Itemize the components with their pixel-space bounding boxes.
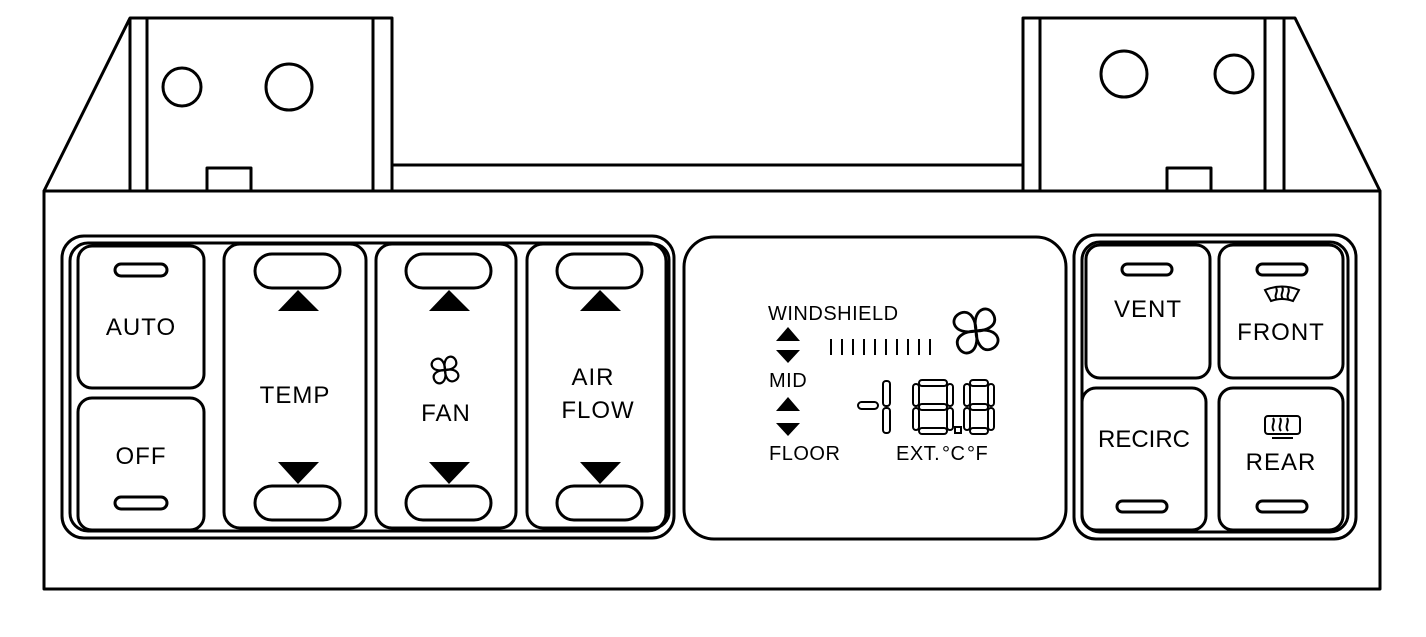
face-plate (42, 189, 1382, 591)
indicator-light-icon (1255, 499, 1309, 514)
display-window (682, 235, 1068, 541)
fan-icon (430, 355, 460, 385)
mounting-hole (1099, 49, 1149, 99)
airflow-rocker-outline (525, 242, 671, 530)
fan-up-pad (404, 252, 493, 290)
airflow-rocker-label-line2: FLOW (561, 397, 635, 424)
temp-rocker-label: TEMP (259, 382, 331, 409)
rear-button-outline (1217, 386, 1345, 532)
arrow-up-icon (776, 397, 800, 411)
minus-segment (857, 401, 879, 410)
front-button-label: FRONT (1237, 319, 1325, 346)
temperature-readout (857, 379, 995, 435)
left-group-bezel (60, 234, 676, 540)
arrow-down-icon (580, 462, 621, 484)
indicator-light-icon (113, 495, 169, 511)
rear-defrost-icon (1264, 415, 1301, 439)
celsius-label: °C (942, 443, 966, 465)
temp-rocker-outline (222, 242, 368, 530)
temp-up-pad (253, 252, 342, 290)
auto-button-label: AUTO (105, 314, 177, 341)
indicator-light-icon (113, 262, 169, 278)
fan-rocker-label: FAN (421, 400, 471, 427)
rear-button-label: REAR (1245, 449, 1317, 476)
front-defrost-button[interactable] (1219, 245, 1343, 378)
floor-label: FLOOR (769, 443, 841, 465)
fan-down-pad (404, 484, 493, 522)
vent-button-label: VENT (1113, 296, 1182, 323)
recirc-button-outline (1080, 386, 1208, 532)
auto-button-outline (76, 244, 206, 390)
mounting-hole (1213, 53, 1255, 95)
mounting-clip (1165, 166, 1213, 193)
mounting-bracket (42, 16, 1382, 192)
front-defrost-icon (1263, 285, 1301, 303)
digit-eight (912, 379, 954, 435)
windshield-label: WINDSHIELD (768, 303, 899, 325)
arrow-up-icon (580, 290, 621, 311)
vent-button-outline (1084, 243, 1212, 380)
decimal-point (954, 426, 962, 434)
fan-up-button[interactable] (376, 244, 516, 386)
fan-rocker-outline (374, 242, 518, 530)
arrow-up-icon (278, 290, 319, 311)
fan-speed-bar (830, 339, 931, 355)
mounting-hole (161, 66, 203, 108)
arrow-down-icon (429, 462, 470, 484)
mounting-hole (264, 62, 314, 112)
digit-eight (963, 379, 995, 435)
fahrenheit-label: °F (967, 443, 989, 465)
digit-one-segment (882, 407, 891, 434)
temp-down-pad (253, 484, 342, 522)
indicator-light-icon (1255, 262, 1309, 277)
mounting-clip (205, 166, 253, 193)
arrow-down-icon (776, 350, 800, 363)
airflow-rocker-label-line1: AIR (571, 364, 615, 391)
off-button-label: OFF (115, 443, 167, 470)
fan-icon (952, 307, 1000, 355)
arrow-up-icon (429, 290, 470, 311)
airflow-up-pad (555, 252, 644, 290)
recirc-button-label: RECIRC (1097, 426, 1190, 453)
ext-label: EXT. (896, 443, 941, 465)
recirc-button[interactable] (1082, 388, 1206, 530)
off-button-outline (76, 396, 206, 532)
front-button-outline (1217, 243, 1345, 380)
arrow-down-icon (776, 423, 800, 436)
right-group-bezel (1072, 233, 1358, 541)
indicator-light-icon (1120, 262, 1174, 277)
temp-up-button[interactable] (224, 244, 366, 386)
digit-one-segment (882, 380, 891, 407)
mid-label: MID (769, 370, 808, 392)
arrow-up-icon (776, 327, 800, 341)
left-group-bezel-inner (68, 241, 668, 533)
indicator-light-icon (1115, 499, 1169, 514)
arrow-down-icon (278, 462, 319, 484)
right-group-bezel-inner (1080, 240, 1350, 534)
airflow-down-pad (555, 484, 644, 522)
